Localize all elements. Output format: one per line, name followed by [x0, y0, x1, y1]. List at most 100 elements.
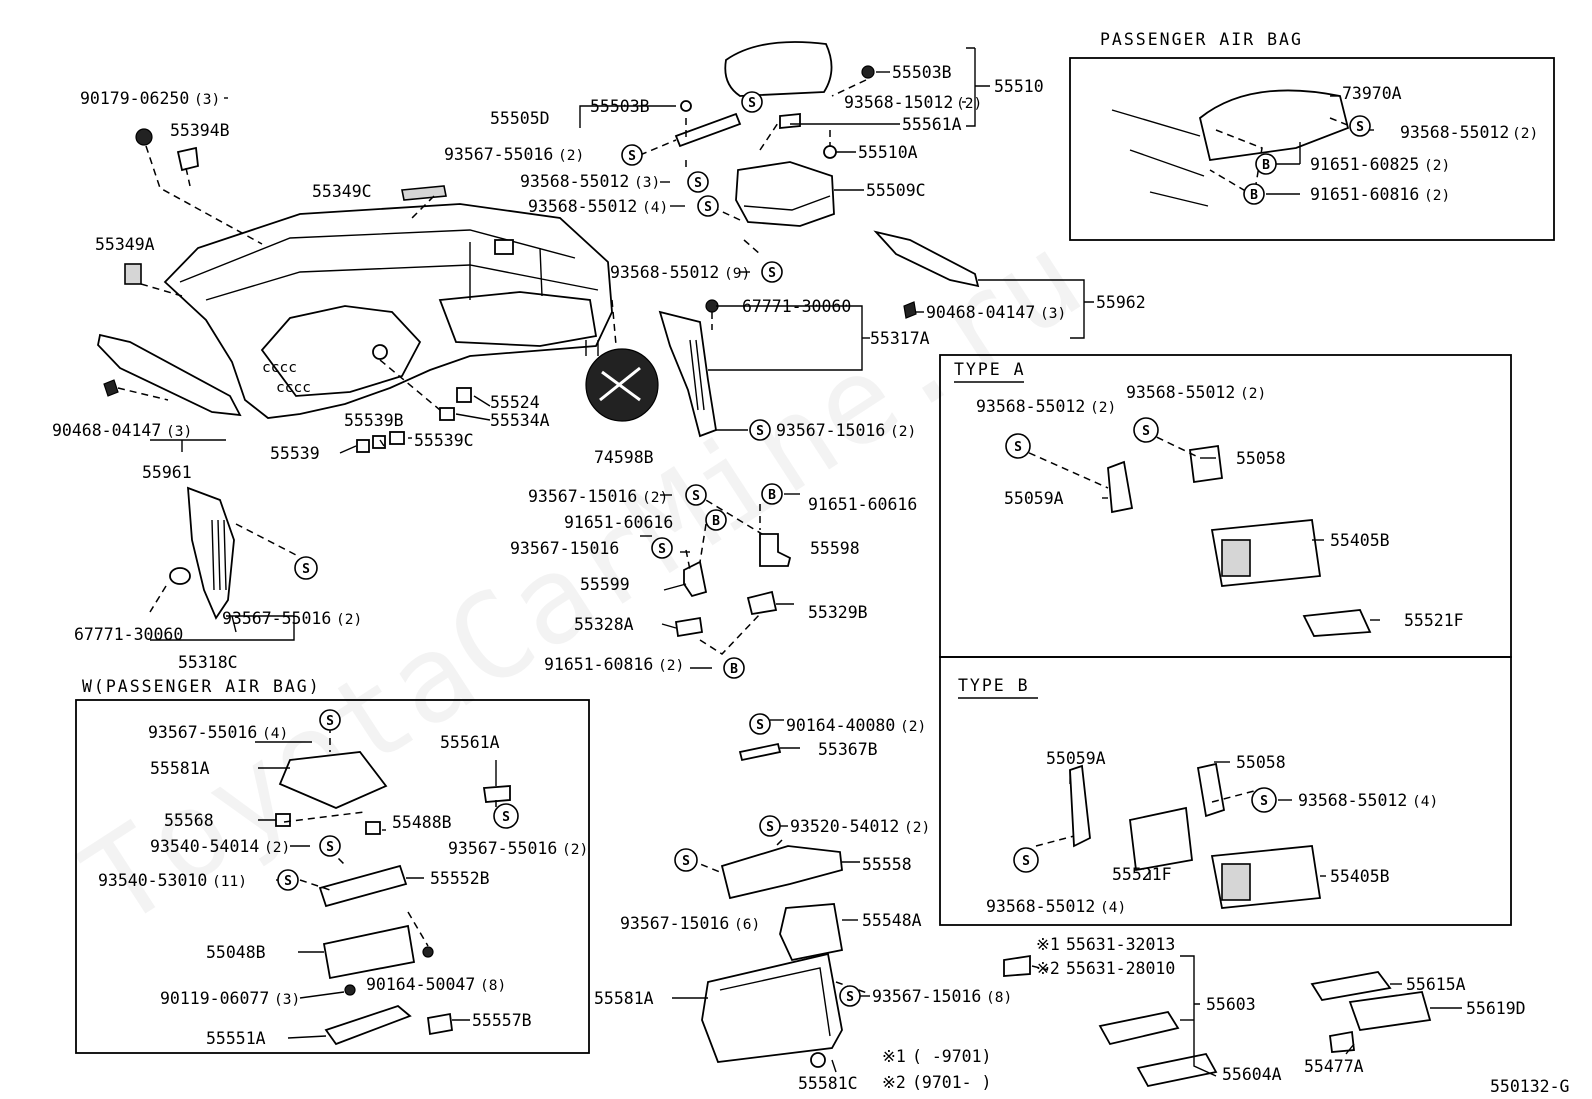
svg-text:S: S: [1014, 440, 1022, 455]
part-number: 55505D: [490, 109, 550, 128]
type-b-box: [939, 656, 1512, 926]
part-55561a-top-drawing: [779, 113, 801, 129]
part-qty: (2): [904, 820, 930, 836]
svg-text:S: S: [1142, 424, 1150, 439]
svg-text:S: S: [284, 874, 292, 889]
part-number: 93567-15016: [528, 487, 637, 506]
part-number: 90179-06250: [80, 89, 189, 108]
svg-text:S: S: [1260, 794, 1268, 809]
part-number: 55394B: [170, 121, 230, 140]
part-qty: (6): [734, 917, 760, 933]
part-number: 91651-60616: [564, 513, 673, 532]
part-number: 55961: [142, 463, 192, 482]
header-type-a: TYPE A: [954, 360, 1026, 379]
part-number: 93568-55012: [610, 263, 719, 282]
part-55561a-box-drawing: [482, 785, 511, 803]
part-55548a-drawing: [779, 903, 844, 962]
svg-text:cccc: cccc: [262, 360, 297, 376]
part-number: 55058: [1236, 449, 1286, 468]
part-qty: (3): [194, 92, 220, 108]
svg-text:S: S: [628, 149, 636, 164]
part-55581c-drawing: [810, 1052, 826, 1068]
part-number: 55603: [1206, 995, 1256, 1014]
svg-text:S: S: [694, 176, 702, 191]
svg-text:B: B: [1250, 188, 1258, 203]
part-qty: (2): [956, 96, 982, 112]
legend-range-1: ( -9701): [912, 1047, 991, 1066]
part-55631-drawing: [1003, 954, 1031, 977]
part-qty: (3): [1040, 306, 1066, 322]
svg-text:S: S: [768, 266, 776, 281]
part-number: 73970A: [1342, 84, 1402, 103]
part-number: 55598: [810, 539, 860, 558]
part-55962-drawing: [873, 230, 980, 288]
part-number: 74598B: [594, 448, 654, 467]
part-number: 55962: [1096, 293, 1146, 312]
part-55524-drawing: [456, 387, 472, 403]
part-number: 55328A: [574, 615, 634, 634]
screw-90164-drawing: [422, 946, 434, 958]
part-55615a-drawing: [1310, 971, 1392, 1001]
part-number: 93567-55016: [444, 145, 553, 164]
part-55488b-drawing: [365, 821, 381, 835]
part-number: 55503B: [590, 97, 650, 116]
part-number: 90468-04147: [926, 303, 1035, 322]
part-55552b-drawing: [318, 864, 408, 908]
part-number: 55405B: [1330, 531, 1390, 550]
svg-text:S: S: [682, 854, 690, 869]
svg-text:S: S: [326, 714, 334, 729]
part-number: 55615A: [1406, 975, 1466, 994]
header-passenger-air-bag: PASSENGER AIR BAG: [1100, 30, 1303, 49]
legend-mark-1: ※1: [882, 1047, 906, 1066]
svg-text:S: S: [658, 542, 666, 557]
part-55059a-type-a-drawing: [1107, 460, 1134, 514]
part-55503b-right-drawing: [861, 65, 875, 79]
part-number: 55059A: [1046, 749, 1106, 768]
part-number: 93567-15016: [776, 421, 885, 440]
part-qty: (2): [264, 840, 290, 856]
part-number: 55367B: [818, 740, 878, 759]
part-qty: (2): [1424, 158, 1450, 174]
part-qty: (8): [480, 978, 506, 994]
part-55505d-drawing: [674, 112, 742, 148]
part-number: 55581A: [150, 759, 210, 778]
part-number: 55329B: [808, 603, 868, 622]
part-number: 93520-54012: [790, 817, 899, 836]
part-number: 93567-55016: [448, 839, 557, 858]
part-number: 55568: [164, 811, 214, 830]
legend-mark-1: ※1: [1036, 935, 1060, 954]
part-number: 55521F: [1404, 611, 1464, 630]
part-55551a-drawing: [324, 1004, 412, 1046]
part-number: 91651-60816: [1310, 185, 1419, 204]
svg-text:S: S: [1022, 854, 1030, 869]
part-qty: (9): [724, 266, 750, 282]
part-55349a-drawing: [124, 263, 142, 285]
part-qty: (2): [890, 424, 916, 440]
part-number: 55548A: [862, 911, 922, 930]
svg-text:S: S: [846, 990, 854, 1005]
part-55510a-drawing: [823, 145, 837, 159]
part-number: 55524: [490, 393, 540, 412]
part-number: 93540-54014: [150, 837, 259, 856]
part-labels: 90179-06250 (3) 55394B 55349C 55349A 555…: [52, 63, 1569, 1096]
part-number: 55561A: [902, 115, 962, 134]
part-qty: (3): [274, 992, 300, 1008]
svg-text:S: S: [756, 718, 764, 733]
part-55598-drawing: [759, 533, 792, 567]
part-number: 55631-32013: [1066, 935, 1175, 954]
legend-mark-2: ※2: [1036, 959, 1060, 978]
part-number: 55059A: [1004, 489, 1064, 508]
part-55568-drawing: [275, 813, 291, 827]
part-qty: (2): [1512, 126, 1538, 142]
part-55405b-type-b-drawing: [1210, 845, 1322, 909]
part-number: 55317A: [870, 329, 930, 348]
part-number: 55631-28010: [1066, 959, 1175, 978]
svg-text:B: B: [768, 488, 776, 503]
part-number: 55604A: [1222, 1065, 1282, 1084]
part-55394b-drawing: [176, 146, 199, 172]
part-number: 55521F: [1112, 865, 1172, 884]
part-number: 55539C: [414, 431, 474, 450]
part-55318c-drawing: [186, 486, 235, 620]
part-number: 55509C: [866, 181, 926, 200]
part-qty: (3): [166, 424, 192, 440]
